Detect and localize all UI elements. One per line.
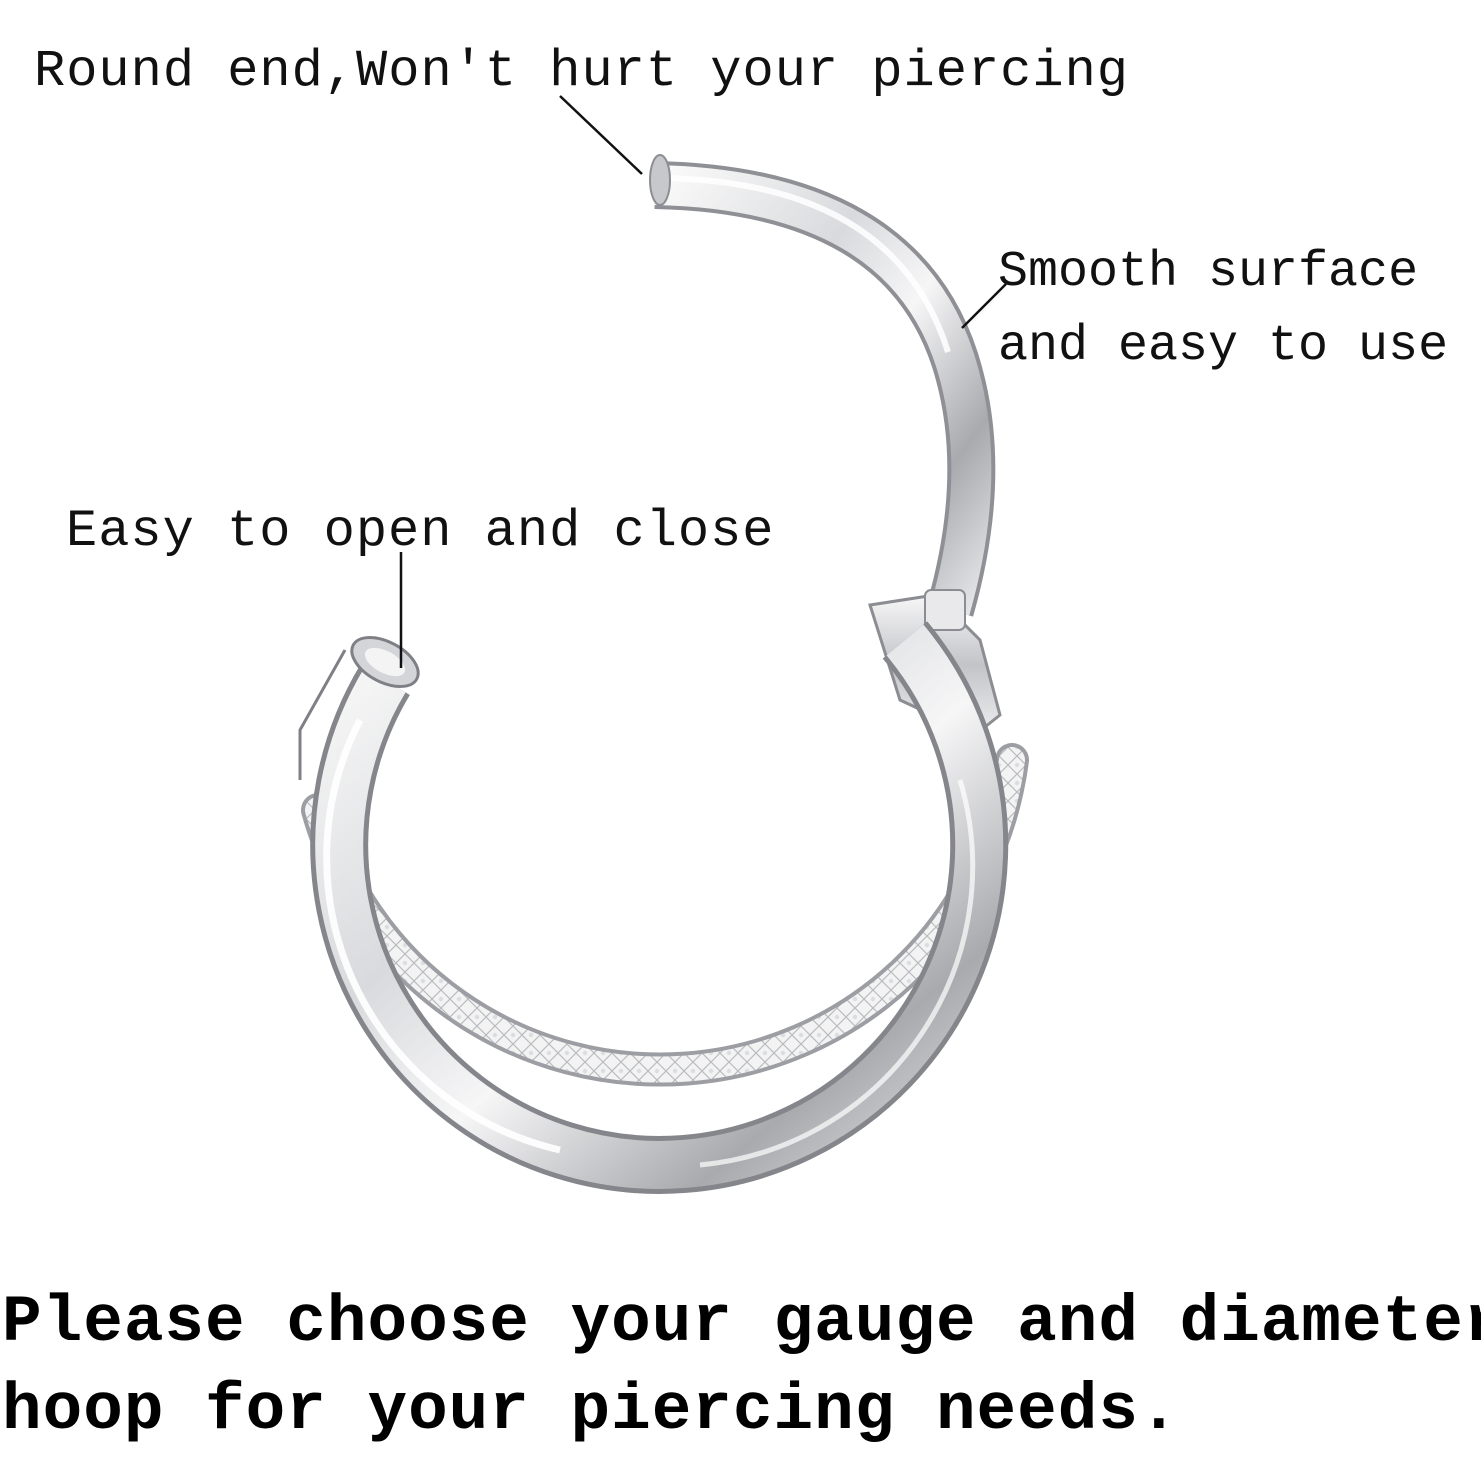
round-end-cap [649, 154, 671, 206]
callout-easy-open-close: Easy to open and close [66, 502, 775, 561]
callout-smooth-surface: Smooth surface and easy to use [998, 236, 1448, 384]
pointer-smooth-surface [961, 283, 1007, 329]
tagline-line-1: Please choose your gauge and diameter [2, 1285, 1481, 1360]
callout-smooth-line-2: and easy to use [998, 318, 1449, 375]
pointer-round-end [559, 95, 643, 175]
callout-round-end: Round end,Won't hurt your piercing [34, 42, 1129, 101]
hinged-arc-surface [654, 165, 992, 616]
tagline-line-2: hoop for your piercing needs. [2, 1373, 1180, 1448]
main-ring-surface [315, 624, 1004, 1189]
callout-smooth-line-1: Smooth surface [998, 244, 1419, 301]
